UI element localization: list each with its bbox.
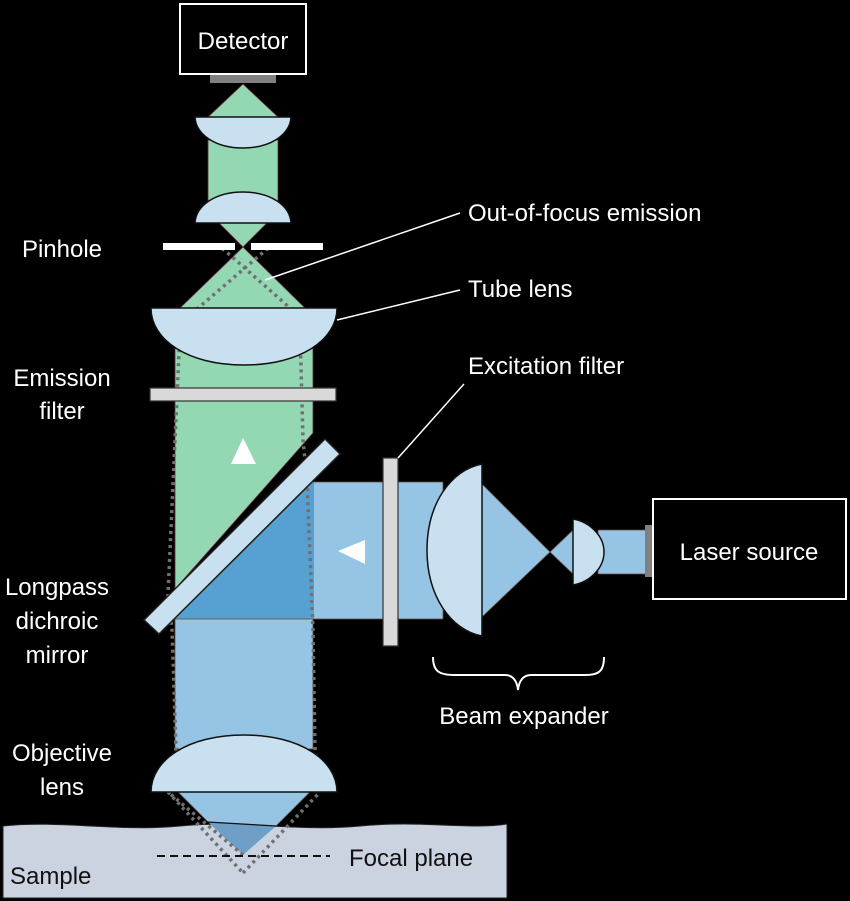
excitation-beam-down — [174, 618, 314, 750]
dichroic-mirror — [142, 437, 342, 636]
emission-direction-arrow-icon — [231, 438, 256, 464]
objective-label-line2: lens — [40, 774, 84, 801]
excitation-direction-arrow-icon — [338, 540, 365, 564]
excitation-filter-label: Excitation filter — [468, 353, 624, 380]
sample-label: Sample — [10, 863, 91, 890]
laser-source-label: Laser source — [680, 539, 819, 566]
out-of-focus-path-bottom — [166, 790, 245, 875]
detector-box — [179, 3, 307, 75]
dichroic-label-line2: dichroic — [16, 608, 99, 635]
pinhole-plate-left — [163, 243, 235, 250]
beam-expander-large-lens — [426, 463, 483, 637]
relay-lens-bottom — [194, 191, 292, 224]
pinhole-label: Pinhole — [22, 236, 102, 263]
dichroic-label-line1: Longpass — [5, 574, 109, 601]
out-of-focus-leader — [264, 212, 461, 281]
excitation-beam-small-cone — [549, 529, 574, 575]
emission-filter — [149, 387, 337, 402]
objective-lens — [150, 734, 338, 793]
laser-source-box — [652, 498, 847, 600]
tube-lens-label: Tube lens — [468, 276, 573, 303]
excitation-beam-large-cone — [481, 483, 551, 618]
detector-label: Detector — [198, 28, 289, 55]
dichroic-label-line3: mirror — [26, 642, 89, 669]
laser-window — [645, 525, 653, 577]
excitation-beam-laser-out — [597, 529, 647, 575]
emission-beam-detector-cone — [206, 83, 280, 118]
excitation-filter-leader — [397, 383, 465, 459]
beam-expander-small-lens — [572, 518, 605, 586]
relay-lens-top — [194, 116, 292, 149]
sample-surface-line — [206, 821, 277, 827]
beam-expander-label: Beam expander — [439, 703, 608, 730]
out-of-focus-label: Out-of-focus emission — [468, 200, 701, 227]
beam-expander-brace — [432, 656, 605, 691]
tube-lens-leader — [336, 289, 461, 321]
emission-beam-pinhole-cone-bottom — [179, 246, 306, 309]
objective-label-line1: Objective — [12, 740, 112, 767]
detector-window — [210, 75, 276, 83]
excitation-filter — [382, 457, 399, 647]
tube-lens — [150, 307, 338, 366]
emission-filter-label-line1: Emission — [13, 365, 110, 392]
focal-plane-label: Focal plane — [349, 845, 473, 872]
excitation-beam-collimated — [312, 481, 444, 620]
focal-cone-in-sample — [208, 822, 276, 855]
pinhole-plate-right — [251, 243, 323, 250]
emission-filter-label-line2: filter — [39, 398, 84, 425]
